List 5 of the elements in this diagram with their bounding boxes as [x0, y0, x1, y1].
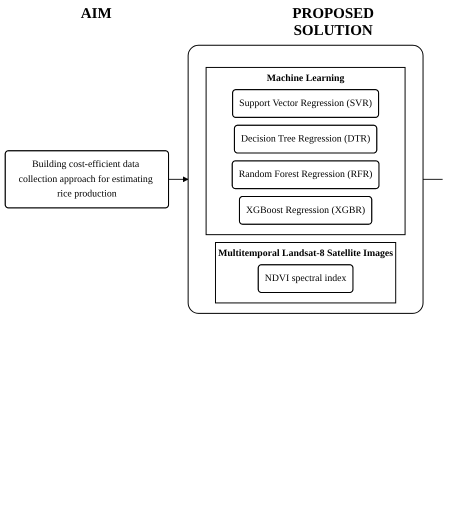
column-heading: AIM [80, 6, 112, 24]
column-heading: PROPOSED SOLUTION [291, 6, 376, 40]
cluster [188, 44, 424, 314]
arrow [168, 176, 188, 182]
connector [422, 178, 444, 180]
